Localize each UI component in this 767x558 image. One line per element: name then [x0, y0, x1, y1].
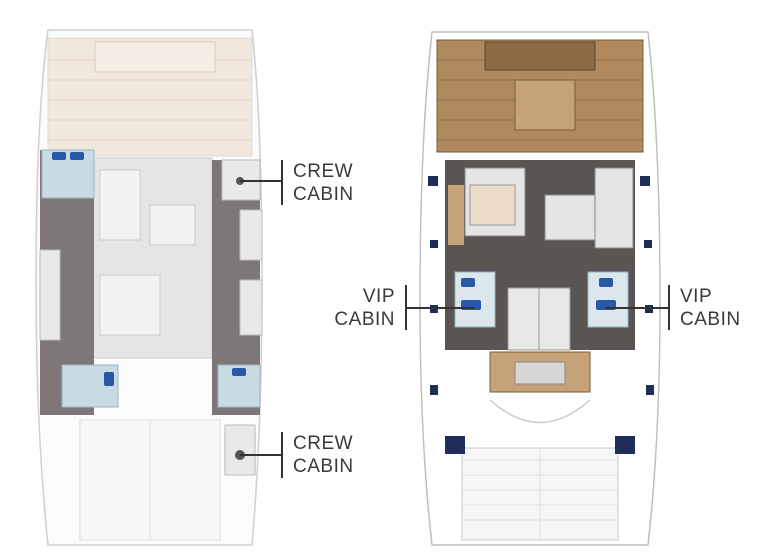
- vip-cabin-left-line2: CABIN: [334, 309, 395, 330]
- crew-cabin-bottom-label: CREW CABIN: [293, 432, 354, 478]
- crew-cabin-bottom-area: [224, 424, 256, 476]
- crew-cabin-top-line1: CREW: [293, 161, 354, 182]
- crew-cabin-bottom-line1: CREW: [293, 433, 354, 454]
- hull-windows: [428, 176, 654, 454]
- vip-cabin-right-line2: CABIN: [680, 309, 741, 330]
- right-callout-lines: [405, 285, 670, 330]
- right-deck-plan: [419, 31, 661, 546]
- crew-cabin-top-line2: CABIN: [293, 184, 354, 205]
- vip-cabin-right-line1: VIP: [680, 286, 713, 307]
- left-deck-plan: [35, 29, 263, 546]
- crew-cabin-bottom-line2: CABIN: [293, 456, 354, 477]
- left-cabin-bed-top-left: [41, 149, 95, 199]
- vip-cabin-left-label: VIP CABIN: [322, 285, 395, 331]
- vip-cabin-right-label: VIP CABIN: [680, 285, 741, 331]
- crew-cabin-top-label: CREW CABIN: [293, 160, 354, 206]
- left-callout-lines: [240, 160, 283, 478]
- vip-cabin-left-line1: VIP: [362, 286, 395, 307]
